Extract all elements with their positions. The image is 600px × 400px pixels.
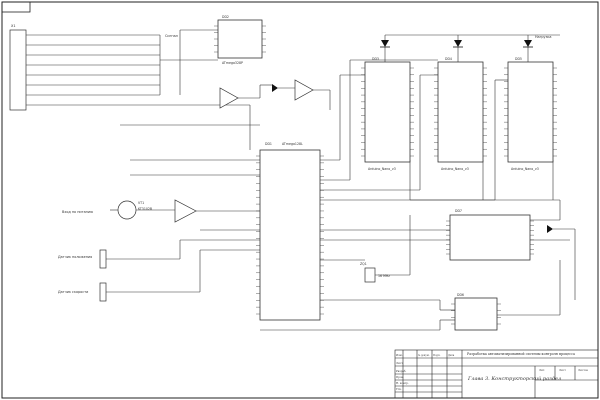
title-right-col: Листов xyxy=(578,368,588,372)
title-block xyxy=(394,349,599,399)
driver-ic-1-ref: DD3 xyxy=(372,57,379,61)
sensor-resistor-2 xyxy=(99,282,107,302)
driver-ic-2-part: Arduino_Nano_v3 xyxy=(441,167,469,171)
transistor-ref: VT1 xyxy=(138,201,144,205)
bottom-ic: DD6 xyxy=(454,293,498,331)
driver-ic-3: DD5 Arduino_Nano_v3 xyxy=(507,57,554,171)
driver-ic-1-part: Arduino_Nano_v3 xyxy=(368,167,396,171)
clock-ic-ref: DD2 xyxy=(222,15,229,19)
driver-ic-3-ref: DD5 xyxy=(515,57,522,61)
title-row-label: Изм. xyxy=(396,353,403,357)
title-row-label: Н. контр. xyxy=(396,381,409,385)
title-block-chapter: Глава 3. Конструкторский раздел xyxy=(467,376,561,382)
diode-2 xyxy=(453,40,463,48)
opamp-2 xyxy=(294,79,314,101)
driver-ic-2: DD4 Arduino_Nano_v3 xyxy=(437,57,484,171)
title-signature-col: № докум. xyxy=(418,354,430,357)
label-load: Нагрузка xyxy=(535,35,552,39)
label-power-input: Вход по питанию xyxy=(62,210,93,214)
mcu-main-ref: DD1 xyxy=(265,142,272,146)
title-block-description: Разработка автоматизированной системы ко… xyxy=(467,352,575,356)
title-row-label: Разраб. xyxy=(396,369,406,373)
connector-x1: X1 xyxy=(9,24,27,111)
diode-4 xyxy=(272,84,278,92)
label-sensor-position: Датчик положения xyxy=(58,255,92,259)
title-block-signature-cols: № докум.Подп. Дата xyxy=(418,354,455,357)
mcu-main-part: ATmega128L xyxy=(282,142,303,146)
title-signature-col: Дата xyxy=(448,354,455,357)
title-right-col: Лит. xyxy=(539,368,545,372)
wires xyxy=(26,29,576,331)
title-right-col: Лист xyxy=(559,368,566,372)
diode-3 xyxy=(523,40,533,48)
title-block-right-cols: Лит. Лист Листов xyxy=(539,368,588,372)
transistor-vt1: VT1 KT3102B xyxy=(117,200,152,220)
clock-ic-part: ATmega328P xyxy=(222,61,243,65)
clock-ic: DD2 ATmega328P xyxy=(217,15,263,65)
title-signature-col: Подп. xyxy=(433,354,441,357)
stamp-corner xyxy=(1,1,31,13)
label-signal-line: Сигнал xyxy=(165,34,178,38)
connector-x1-ref: X1 xyxy=(11,24,15,28)
diode-5 xyxy=(547,225,553,233)
opamp-1 xyxy=(219,87,239,109)
driver-ic-1: DD3 Arduino_Nano_v3 xyxy=(364,57,411,171)
opamp-3 xyxy=(174,199,197,223)
crystal-ref: ZQ1 xyxy=(360,262,367,266)
transistor-part: KT3102B xyxy=(138,207,152,211)
sensor-resistor-1 xyxy=(99,249,107,269)
driver-ic-2-ref: DD4 xyxy=(445,57,452,61)
title-row-label: Пров. xyxy=(396,375,404,379)
right-ic-ref: DD7 xyxy=(455,209,462,213)
label-sensor-speed: Датчик скорости xyxy=(58,290,88,294)
components xyxy=(214,25,557,325)
driver-ic-3-part: Arduino_Nano_v3 xyxy=(511,167,539,171)
right-ic: DD7 xyxy=(449,209,531,261)
crystal-part: 16 MHz xyxy=(378,274,390,278)
mcu-main: DD1 ATmega128L xyxy=(259,142,321,321)
title-row-label: Лист xyxy=(396,361,403,365)
crystal-zq1: ZQ1 16 MHz xyxy=(360,262,390,283)
bottom-ic-ref: DD6 xyxy=(457,293,464,297)
diode-1 xyxy=(380,40,390,48)
title-row-label: Утв. xyxy=(396,387,402,391)
